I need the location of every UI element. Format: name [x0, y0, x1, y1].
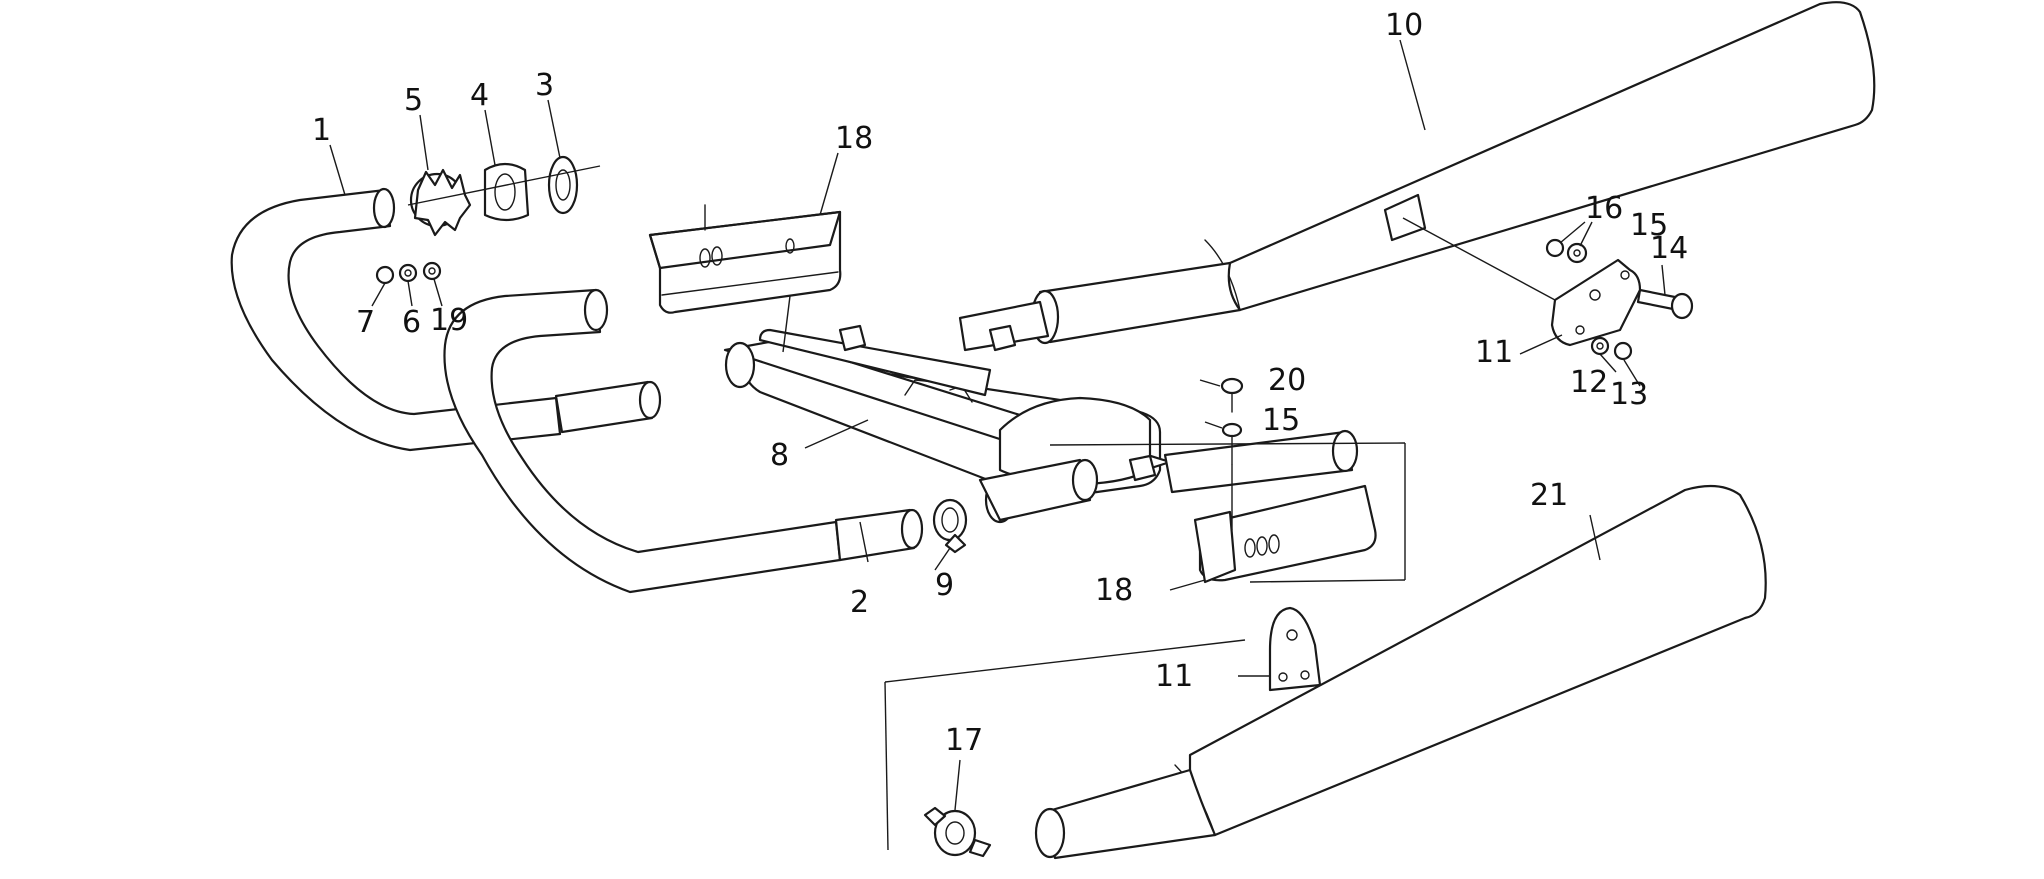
callout-15-lower: 15 [1262, 403, 1300, 438]
callout-7: 7 [356, 305, 375, 340]
upper-silencer [958, 1, 1876, 352]
callout-19: 19 [430, 303, 468, 338]
clamp-17 [923, 806, 992, 858]
callout-3: 3 [535, 68, 554, 103]
callout-6: 6 [402, 305, 421, 340]
nut-washer-set-front [375, 261, 442, 285]
callout-leaders [329, 39, 1666, 811]
callout-13: 13 [1610, 377, 1648, 412]
assembly-guide-lines [782, 217, 1556, 851]
lower-silencer [1034, 484, 1767, 860]
callout-12: 12 [1570, 365, 1608, 400]
callout-16: 16 [1585, 191, 1623, 226]
callout-20: 20 [1268, 363, 1306, 398]
callout-21: 21 [1530, 478, 1568, 513]
header-pipe-2 [443, 288, 924, 594]
clamp-9 [932, 498, 968, 554]
callout-18-lower: 18 [1095, 573, 1133, 608]
callout-11-upper: 11 [1475, 335, 1513, 370]
callout-18-upper: 18 [835, 121, 873, 156]
callout-8: 8 [770, 438, 789, 473]
callout-2: 2 [850, 585, 869, 620]
callout-1: 1 [312, 113, 331, 148]
callout-15-upper: 15 [1630, 208, 1668, 243]
callout-14: 14 [1650, 231, 1688, 266]
screw-20 [1220, 377, 1244, 438]
callout-labels: 1 5 4 3 7 6 19 18 10 16 15 14 11 12 13 2… [312, 8, 1688, 758]
callout-11-lower: 11 [1155, 659, 1193, 694]
callout-17: 17 [945, 723, 983, 758]
heat-shield-upper [648, 204, 842, 314]
callout-9: 9 [935, 568, 954, 603]
callout-10: 10 [1385, 8, 1423, 43]
header-pipe-1 [230, 187, 662, 452]
collector-box [723, 324, 1359, 524]
callout-5: 5 [404, 83, 423, 118]
nut-washer-set-rear [1545, 238, 1633, 361]
bracket-11-lower [1268, 606, 1322, 692]
bracket-11-upper [1550, 258, 1642, 347]
heat-shield-lower [1193, 464, 1377, 584]
flange-assembly [407, 155, 601, 237]
callout-4: 4 [470, 78, 489, 113]
bolt-14 [1636, 288, 1694, 320]
